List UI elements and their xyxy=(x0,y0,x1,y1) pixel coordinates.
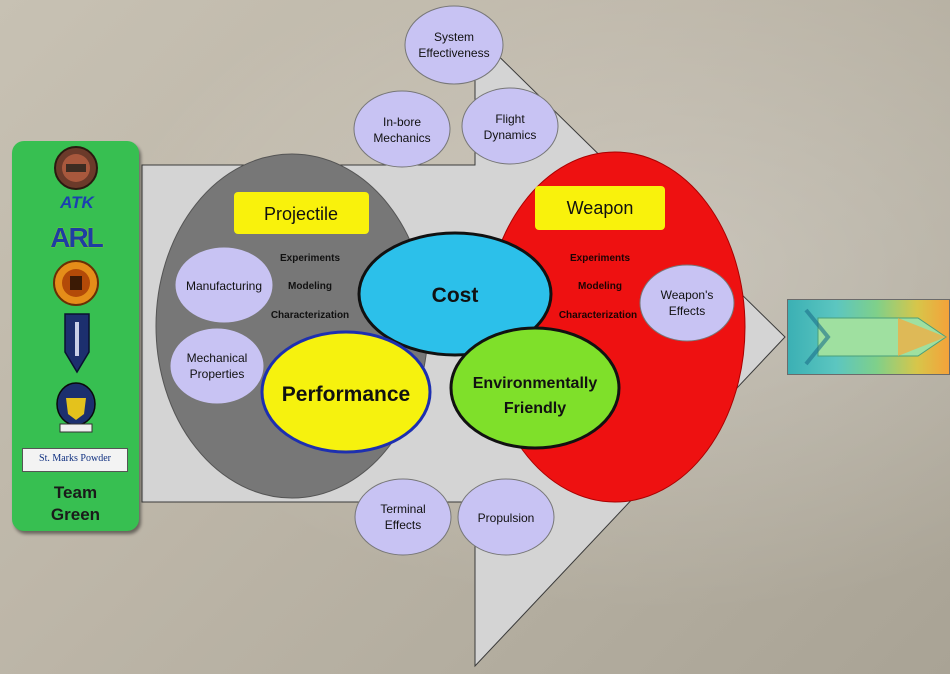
performance-label: Performance xyxy=(282,383,410,406)
projectile-item-experiments: Experiments xyxy=(280,253,340,264)
atk-logo: ATK xyxy=(60,193,94,212)
weapons-effects-line1: Weapon's xyxy=(661,288,714,302)
system-effectiveness-bubble xyxy=(404,5,504,85)
team-label-line2: Green xyxy=(50,505,101,524)
weapons-effects-line2: Effects xyxy=(669,304,705,318)
performance-oval xyxy=(260,330,432,454)
team-label-line1: Team xyxy=(53,483,98,502)
projectile-title: Projectile xyxy=(264,204,338,224)
inbore-line2: Mechanics xyxy=(373,131,430,145)
terminal-line1: Terminal xyxy=(380,502,425,516)
army-seal-icon xyxy=(53,260,99,306)
cost-oval xyxy=(357,231,553,357)
mechanical-line2: Properties xyxy=(190,367,245,381)
weapon-title-box xyxy=(535,186,665,230)
team-green-label: Team Green xyxy=(12,482,139,526)
terminal-effects-bubble xyxy=(354,478,452,556)
projectile-body-icon xyxy=(804,308,947,366)
system-effectiveness-line1: System xyxy=(434,30,474,44)
manufacturing-label: Manufacturing xyxy=(186,279,262,293)
st-marks-powder-logo: St. Marks Powder xyxy=(22,448,128,472)
mechanical-line1: Mechanical xyxy=(187,351,248,365)
unit-crest-icon xyxy=(56,382,96,433)
mechanical-properties-bubble xyxy=(169,327,265,405)
environment-label-line2: Friendly xyxy=(504,400,566,417)
shield-insignia-icon xyxy=(64,313,90,374)
arl-logo: ARL xyxy=(50,222,104,253)
terminal-line2: Effects xyxy=(385,518,421,532)
projectile-item-characterization: Characterization xyxy=(271,310,349,321)
weapon-title: Weapon xyxy=(567,198,634,218)
partner-seal-1-icon xyxy=(54,146,98,190)
inbore-line1: In-bore xyxy=(383,115,421,129)
flight-line1: Flight xyxy=(495,112,525,126)
system-effectiveness-line2: Effectiveness xyxy=(418,46,489,60)
flight-dynamics-bubble xyxy=(461,87,559,165)
weapon-item-modeling: Modeling xyxy=(578,281,622,292)
projectile-item-modeling: Modeling xyxy=(288,281,332,292)
weapon-item-experiments: Experiments xyxy=(570,253,630,264)
projectile-title-box xyxy=(234,192,369,234)
inbore-mechanics-bubble xyxy=(353,90,451,168)
weapon-item-characterization: Characterization xyxy=(559,310,637,321)
flight-line2: Dynamics xyxy=(484,128,537,142)
weapons-effects-bubble xyxy=(639,264,735,342)
cost-label: Cost xyxy=(432,284,479,307)
propulsion-bubble xyxy=(457,478,555,556)
projectile-simulation-image xyxy=(787,299,950,375)
environment-oval xyxy=(449,326,621,450)
manufacturing-bubble xyxy=(174,246,274,324)
environment-label-line1: Environmentally xyxy=(473,375,598,392)
propulsion-label: Propulsion xyxy=(478,511,535,525)
